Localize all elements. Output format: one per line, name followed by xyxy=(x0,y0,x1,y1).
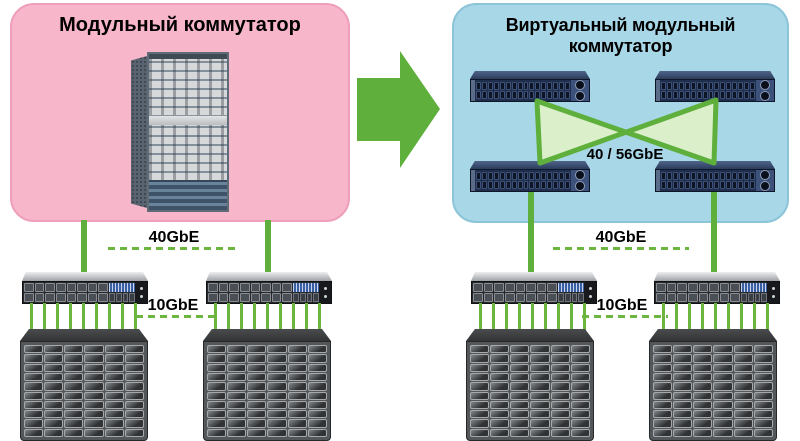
server-link-line xyxy=(544,303,547,332)
server-link-line xyxy=(240,303,243,332)
downlink-speed-label: 10GbE xyxy=(596,297,648,314)
server-link-line xyxy=(305,303,308,332)
server-link-line xyxy=(662,303,665,332)
uplink-speed-label: 40GbE xyxy=(595,229,647,246)
server-link-line xyxy=(557,303,560,332)
virtual-modular-switch-title: Виртуальный модульный коммутатор xyxy=(505,15,736,56)
server-link-line xyxy=(56,303,59,332)
leaf-switch-icon xyxy=(206,272,332,304)
server-link-line xyxy=(531,303,534,332)
server-link-line xyxy=(214,303,217,332)
leaf-switch-icon xyxy=(471,272,597,304)
transition-arrow-icon xyxy=(357,51,440,168)
server-link-line xyxy=(753,303,756,332)
dashed-10gbe-line xyxy=(582,315,668,318)
server-link-line xyxy=(30,303,33,332)
modular-switch-title: Модульный коммутатор xyxy=(59,14,301,36)
server-link-line xyxy=(570,303,573,332)
server-link-line xyxy=(134,303,137,332)
server-rack-icon xyxy=(20,329,148,441)
server-link-line xyxy=(583,303,586,332)
server-link-line xyxy=(266,303,269,332)
server-link-line xyxy=(688,303,691,332)
downlink-speed-label: 10GbE xyxy=(147,297,199,314)
server-link-line xyxy=(279,303,282,332)
uplink-speed-label: 40GbE xyxy=(148,229,200,246)
uplink-line xyxy=(265,220,271,280)
server-link-line xyxy=(318,303,321,332)
server-rack-icon xyxy=(203,329,331,441)
leaf-switch-icon xyxy=(654,272,780,304)
spine-switch-icon xyxy=(470,161,590,192)
server-link-line xyxy=(82,303,85,332)
dashed-40gbe-line xyxy=(553,247,689,250)
server-link-line xyxy=(292,303,295,332)
server-rack-icon xyxy=(649,329,777,441)
interconnect-speed-label: 40 / 56GbE xyxy=(586,146,664,163)
uplink-line xyxy=(81,220,87,280)
server-link-line xyxy=(43,303,46,332)
server-link-line xyxy=(69,303,72,332)
server-link-line xyxy=(740,303,743,332)
server-link-line xyxy=(505,303,508,332)
uplink-line xyxy=(711,192,717,280)
uplink-line xyxy=(528,192,534,280)
server-link-line xyxy=(492,303,495,332)
server-link-line xyxy=(518,303,521,332)
server-link-line xyxy=(714,303,717,332)
server-link-line xyxy=(479,303,482,332)
leaf-switch-icon xyxy=(22,272,148,304)
server-link-line xyxy=(95,303,98,332)
server-link-line xyxy=(701,303,704,332)
spine-switch-icon xyxy=(470,71,590,102)
dashed-40gbe-line xyxy=(108,247,240,250)
server-link-line xyxy=(675,303,678,332)
server-link-line xyxy=(766,303,769,332)
server-rack-icon xyxy=(466,329,594,441)
server-link-line xyxy=(227,303,230,332)
modular-chassis-switch-icon xyxy=(131,52,229,212)
dashed-10gbe-line xyxy=(136,315,218,318)
interconnect-mesh xyxy=(534,97,719,166)
spine-switch-icon xyxy=(655,71,775,102)
server-link-line xyxy=(121,303,124,332)
server-link-line xyxy=(108,303,111,332)
server-link-line xyxy=(727,303,730,332)
server-link-line xyxy=(253,303,256,332)
